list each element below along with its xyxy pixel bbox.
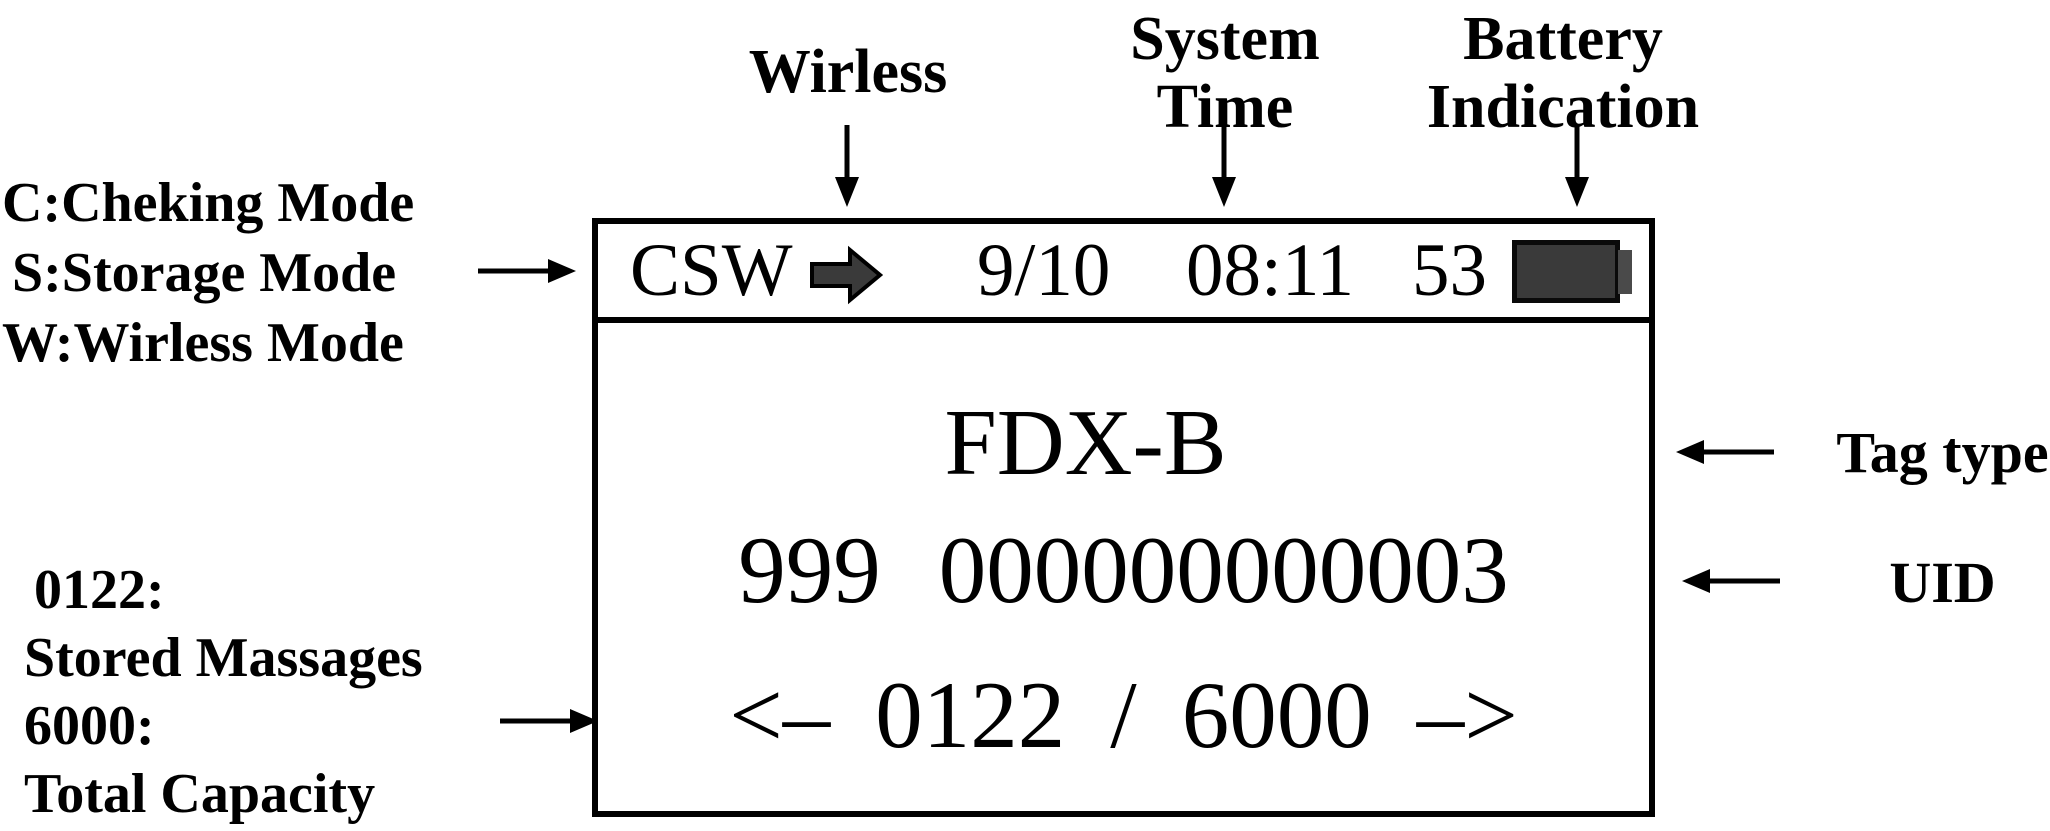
label-battery-indication-line1: Battery <box>1463 5 1663 73</box>
pager-prev-arrow: <– <box>729 662 831 768</box>
status-time: 08:11 <box>1186 229 1355 312</box>
status-bar: CSW 9/10 08:11 53 <box>598 224 1649 323</box>
lcd-display: CSW 9/10 08:11 53 FDX-B 999 000000000003… <box>592 218 1655 817</box>
label-tag-type: Tag type <box>1836 420 2049 485</box>
label-system-time: System Time <box>1130 5 1319 141</box>
arrow-right-icon <box>500 709 598 733</box>
arrow-down-icon <box>1212 125 1236 207</box>
uid-number: 000000000003 <box>938 517 1509 623</box>
battery-body <box>1512 240 1620 303</box>
legend-storage-count: 0122: <box>34 559 165 621</box>
arrow-left-icon <box>1676 440 1774 464</box>
arrow-down-icon <box>1565 125 1589 207</box>
legend-mode-wireless: W:Wirless Mode <box>2 312 404 374</box>
wireless-block-arrow-icon <box>810 245 883 305</box>
legend-storage-count-caption: Stored Massages <box>24 627 423 689</box>
legend-mode-checking: C:Cheking Mode <box>2 172 415 234</box>
status-date: 9/10 <box>977 229 1111 312</box>
legend-storage-capacity-caption: Total Capacity <box>24 763 376 825</box>
pager-total-capacity: 6000 <box>1181 662 1372 768</box>
uid-readout: 999 000000000003 <box>598 523 1649 618</box>
legend-mode: C:Cheking Mode S:Storage Mode W:Wirless … <box>2 168 414 378</box>
record-pager: <– 0122 / 6000 –> <box>598 668 1649 763</box>
status-battery-percent: 53 <box>1412 229 1487 312</box>
legend-storage: 0122: Stored Massages 6000: Total Capaci… <box>24 556 423 828</box>
label-wireless: Wirless <box>749 38 948 106</box>
tag-type-readout: FDX-B <box>944 391 1227 495</box>
pager-next-arrow: –> <box>1416 662 1518 768</box>
label-wireless-line: Wirless <box>748 38 948 106</box>
battery-icon <box>1512 240 1634 303</box>
label-system-time-line1: System <box>1130 5 1320 73</box>
pager-current-record: 0122 <box>875 662 1066 768</box>
label-battery-indication-line2: Indication <box>1426 73 1700 141</box>
arrow-right-icon <box>478 259 576 283</box>
pager-separator: / <box>1110 662 1137 768</box>
legend-mode-storage: S:Storage Mode <box>12 242 397 304</box>
label-uid: UID <box>1889 550 1996 615</box>
arrow-down-icon <box>835 125 859 207</box>
battery-nub <box>1618 250 1632 294</box>
uid-country-code: 999 <box>738 517 881 623</box>
legend-storage-capacity: 6000: <box>24 695 155 757</box>
status-mode-indicator: CSW <box>630 229 793 312</box>
label-battery-indication: Battery Indication <box>1427 5 1699 141</box>
arrow-left-icon <box>1682 569 1780 593</box>
